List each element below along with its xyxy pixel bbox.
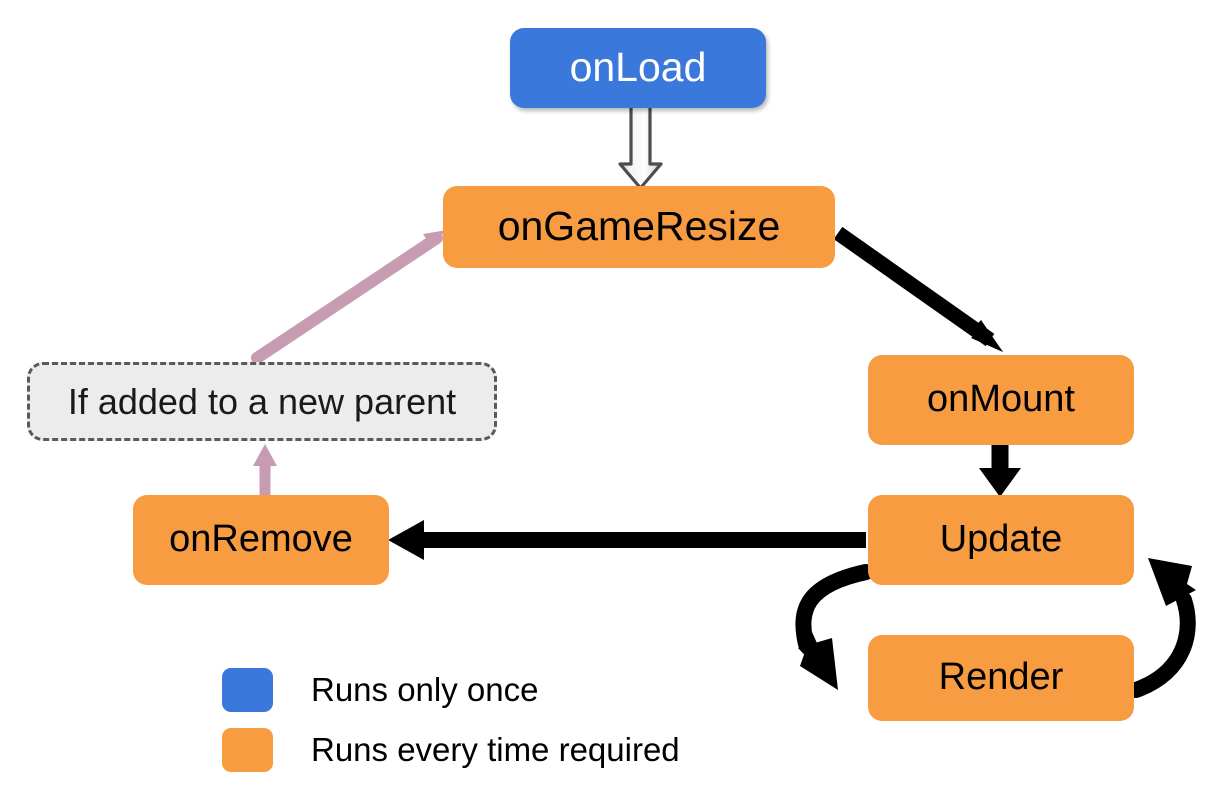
edge-onmount-to-update-icon <box>979 445 1021 497</box>
edge-update-to-render-icon <box>795 564 874 690</box>
node-note-if-added-to-new-parent[interactable]: If added to a new parent <box>27 362 497 441</box>
edge-note-to-ongameresize-icon <box>251 230 447 364</box>
legend-swatch-orange <box>222 728 273 772</box>
edge-onload-to-ongameresize-icon <box>618 104 663 190</box>
edge-render-to-update-icon <box>1128 558 1196 698</box>
legend-label-runs-every-time: Runs every time required <box>311 731 680 768</box>
legend-item-runs-only-once: Runs only once <box>222 660 680 720</box>
edge-ongameresize-to-onmount-icon <box>833 226 1003 352</box>
legend-item-runs-every-time: Runs every time required <box>222 720 680 780</box>
edge-onremove-to-note-icon <box>253 444 277 496</box>
node-render[interactable]: Render <box>868 635 1134 721</box>
node-update[interactable]: Update <box>868 495 1134 585</box>
legend: Runs only once Runs every time required <box>222 660 680 780</box>
node-onremove[interactable]: onRemove <box>133 495 389 585</box>
edge-update-to-onremove-icon <box>388 520 866 560</box>
node-onmount[interactable]: onMount <box>868 355 1134 445</box>
legend-swatch-blue <box>222 668 273 712</box>
node-onload[interactable]: onLoad <box>510 28 766 108</box>
node-ongameresize[interactable]: onGameResize <box>443 186 835 268</box>
legend-label-runs-only-once: Runs only once <box>311 671 539 708</box>
